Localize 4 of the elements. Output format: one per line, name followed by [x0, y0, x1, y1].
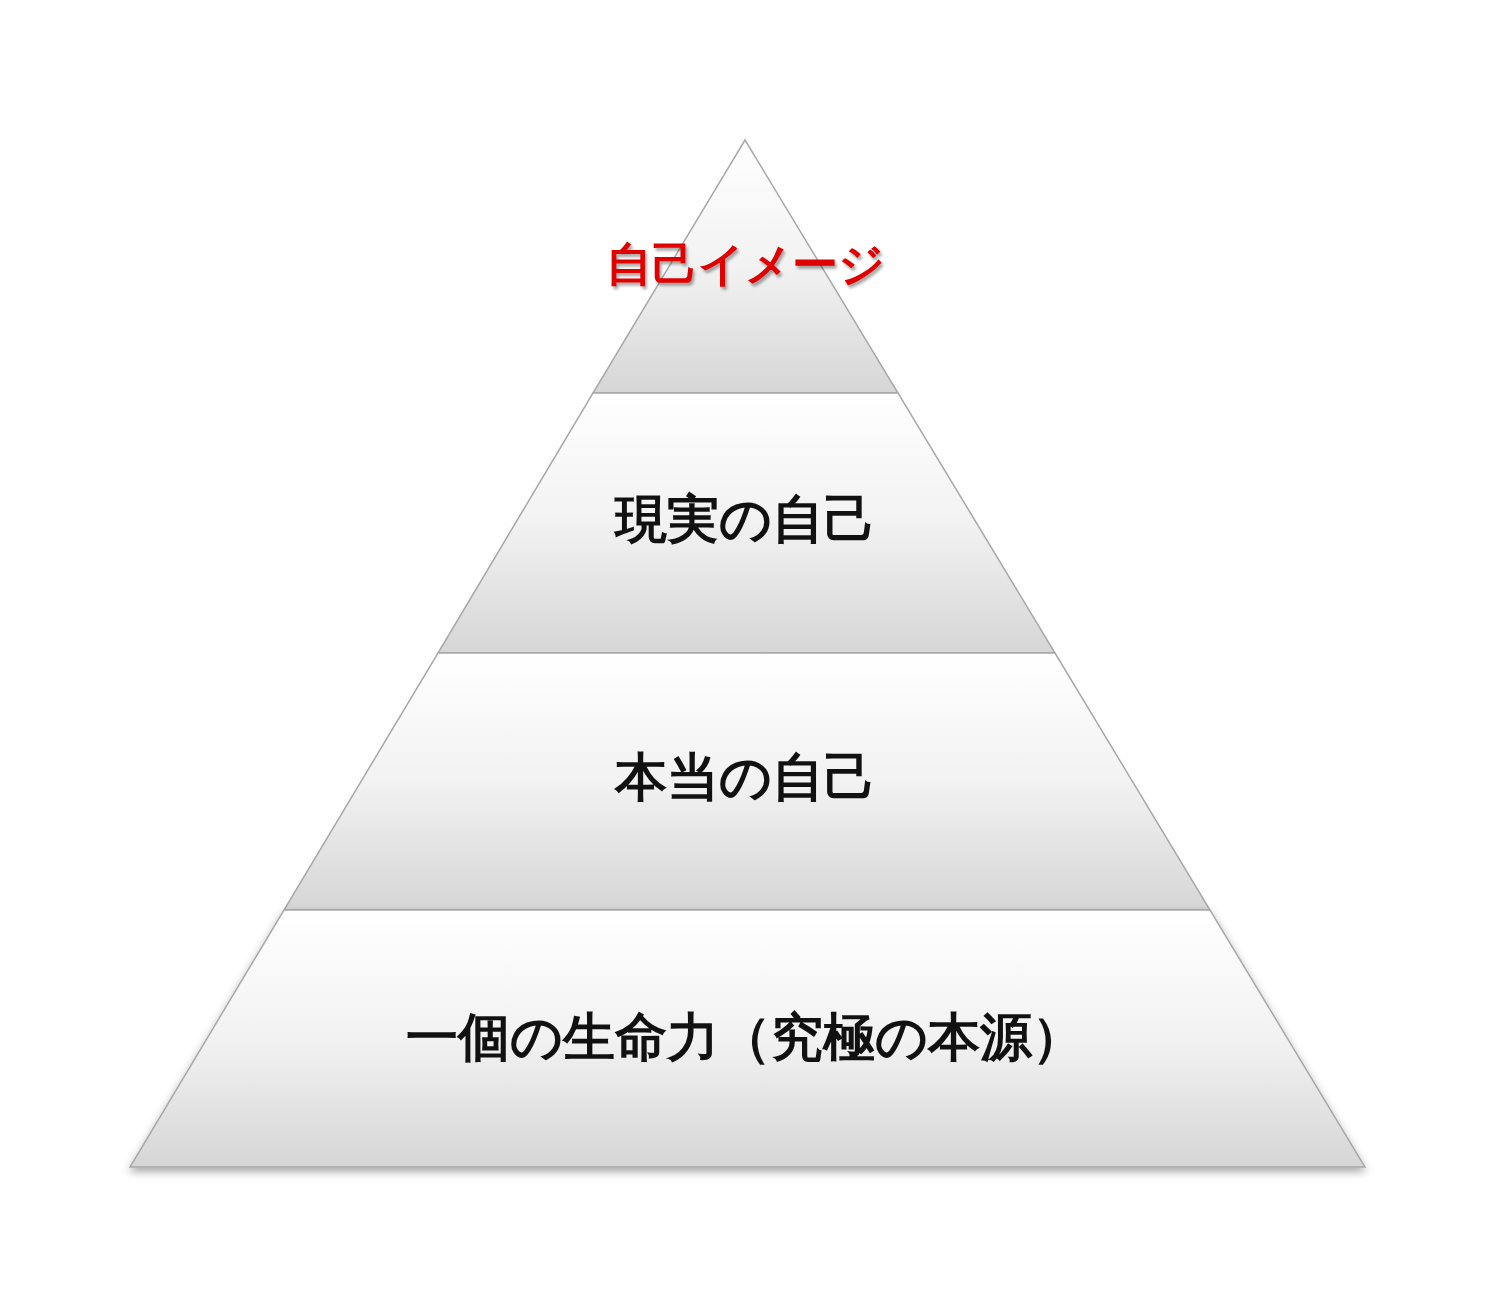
tier-label: 本当の自己: [614, 749, 876, 807]
tier-label: 自己イメージ: [605, 239, 885, 291]
tier-label: 現実の自己: [614, 491, 876, 549]
tier-label: 一個の生命力（究極の本源）: [406, 1009, 1084, 1067]
